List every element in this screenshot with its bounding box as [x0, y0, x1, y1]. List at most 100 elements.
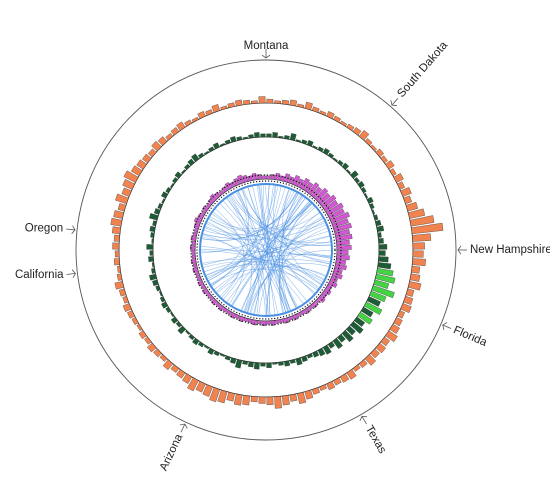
track-bar — [411, 222, 444, 235]
track-bar — [209, 387, 221, 403]
track-bar — [333, 115, 342, 123]
track-bar — [317, 295, 326, 303]
track-bar — [352, 127, 362, 136]
track-bar — [234, 99, 243, 107]
track-bar — [366, 296, 381, 307]
track-bar — [295, 357, 303, 366]
track-bar — [278, 361, 284, 366]
track-bar — [194, 227, 199, 233]
link-chord — [256, 184, 292, 312]
track-bar — [363, 192, 369, 199]
track-bar — [170, 127, 180, 136]
track-bar — [311, 186, 323, 199]
track-bar — [195, 381, 206, 393]
track-bar — [219, 353, 226, 357]
track-bar — [341, 330, 354, 343]
track-bar — [247, 175, 253, 182]
track-bar — [131, 317, 139, 326]
track-bar — [289, 393, 298, 402]
track-bar — [325, 284, 333, 291]
link-chord — [209, 230, 330, 285]
track-bar — [165, 186, 172, 194]
track-bar — [377, 262, 392, 270]
link-chord — [258, 217, 324, 316]
track-bar — [289, 99, 298, 107]
link-chord — [219, 184, 264, 298]
track-bar — [375, 273, 396, 284]
track-bar — [370, 348, 380, 359]
track-bar — [332, 157, 338, 163]
track-bar — [248, 134, 254, 139]
track-bar — [214, 191, 221, 199]
track-bar — [191, 254, 196, 260]
track-bar — [357, 181, 365, 189]
track-bar — [352, 364, 361, 372]
track-bar — [200, 210, 207, 216]
label-arrow — [66, 228, 76, 231]
track-bar — [220, 105, 228, 111]
track-bar — [202, 384, 213, 397]
track-bar — [184, 163, 191, 170]
track-bar — [123, 170, 139, 183]
track-bar — [312, 145, 318, 150]
label-arrow — [442, 324, 452, 329]
track-bar — [274, 100, 282, 104]
track-bar — [224, 139, 231, 145]
track-bar — [161, 301, 169, 309]
track-bar — [296, 312, 302, 318]
track-bar — [378, 256, 389, 263]
track-bar — [284, 135, 290, 140]
track-bar — [317, 146, 324, 153]
track-bar — [110, 217, 123, 227]
link-ring — [199, 183, 333, 317]
track-bar — [187, 377, 199, 392]
label-arrowhead — [457, 245, 462, 255]
track-bar — [266, 396, 274, 405]
state-label: Texas — [363, 424, 389, 456]
track-bar — [336, 250, 349, 255]
link-chord — [210, 184, 270, 287]
track-bar — [184, 119, 193, 127]
track-bar — [307, 304, 314, 311]
track-bar — [357, 311, 373, 325]
track-bar — [151, 140, 162, 152]
track-bar — [217, 304, 225, 312]
track-bar — [208, 295, 215, 301]
track-bar — [176, 121, 186, 131]
state-label: South Dakota — [395, 39, 450, 100]
track-bar — [397, 310, 405, 319]
track-bar — [300, 309, 306, 316]
track-bar — [195, 272, 201, 278]
track-bar — [327, 152, 335, 159]
track-bar — [258, 96, 266, 104]
track-bar — [201, 205, 209, 212]
link-chord — [247, 189, 293, 314]
label-arrowhead — [179, 423, 188, 429]
state-label: California — [15, 269, 64, 281]
track-bar — [113, 210, 125, 219]
track-bar — [118, 288, 127, 297]
track-bar — [117, 265, 121, 273]
track-bar — [350, 321, 364, 334]
track-bar — [325, 202, 344, 216]
track-bar — [165, 132, 174, 141]
track-bar — [409, 273, 421, 282]
track-bar — [157, 203, 163, 210]
track-bar — [242, 136, 248, 140]
track-bar — [229, 357, 237, 364]
label-arrowhead — [359, 415, 368, 422]
link-chord — [279, 211, 321, 314]
track-bar — [180, 169, 186, 175]
track-bar — [151, 268, 156, 274]
track-bar — [161, 198, 166, 204]
track-bar — [144, 336, 152, 345]
track-bar — [284, 360, 291, 367]
track-bar — [222, 307, 228, 313]
track-bar — [312, 350, 320, 358]
track-bar — [323, 199, 339, 212]
link-chord — [259, 184, 276, 316]
track-bar — [122, 303, 132, 312]
track-1-orange — [110, 96, 444, 409]
track-bar — [161, 191, 169, 199]
